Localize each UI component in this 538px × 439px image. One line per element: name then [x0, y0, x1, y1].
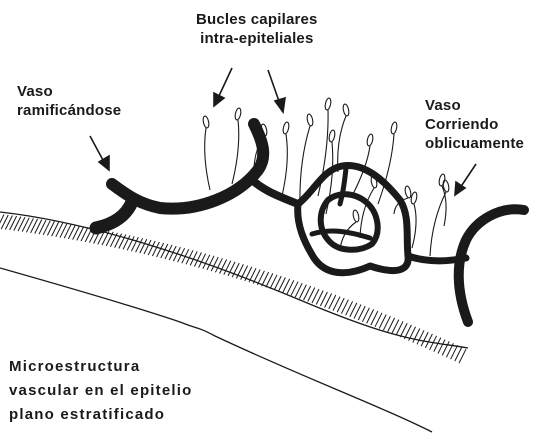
oblique-vessel-label-line3: oblicuamente	[425, 134, 524, 153]
anastomosis-cross-2	[340, 168, 346, 204]
arrow-loops-left	[214, 68, 232, 106]
capillary-loop-tip	[324, 98, 332, 111]
capillary-stem	[412, 204, 416, 248]
caption-line1: Microestructura	[9, 355, 193, 379]
capillary-stem	[282, 134, 287, 196]
branching-vessel-label: Vaso ramificándose	[17, 82, 121, 120]
vessels	[96, 124, 524, 322]
oblique-vessel-label-line1: Vaso	[425, 96, 524, 115]
capillary-stem	[430, 192, 446, 256]
capillary-loop-tip	[306, 114, 314, 127]
arrow-loops-right	[268, 70, 285, 112]
capillary-loops-label: Bucles capilares intra-epiteliales	[196, 10, 318, 48]
capillary-loop-tip	[438, 174, 446, 187]
oblique-vessel-label-line2: Corriendo	[425, 115, 524, 134]
capillary-loop-tip	[342, 104, 350, 117]
branching-vessel-stub	[96, 202, 132, 228]
capillary-loop-tip	[352, 210, 360, 223]
anastomosis-loop-outer	[298, 165, 408, 272]
capillary-loop-tip	[202, 116, 210, 129]
capillary-loops-label-line2: intra-epiteliales	[196, 29, 318, 48]
capillary-loop-tip	[390, 122, 398, 135]
oblique-vessel-label: Vaso Corriendo oblicuamente	[425, 96, 524, 153]
oblique-vessel	[459, 209, 524, 322]
basement-membrane-upper-line	[0, 212, 468, 348]
capillary-loop-tip	[404, 186, 412, 199]
connecting-vessel	[250, 178, 298, 204]
capillary-stem	[232, 120, 239, 184]
capillary-stem	[205, 128, 210, 190]
caption-line2: vascular en el epitelio	[9, 379, 193, 403]
arrow-branching-vessel	[90, 136, 109, 170]
anastomosis-loop-inner	[321, 194, 378, 250]
branching-vessel-label-line1: Vaso	[17, 82, 121, 101]
capillary-loop-tip	[234, 108, 242, 121]
basement-membrane-hatching	[0, 215, 466, 364]
arrow-oblique-vessel	[455, 164, 476, 195]
capillary-loop-tip	[328, 130, 336, 143]
capillary-loop-tip	[282, 122, 290, 135]
capillary-loops-label-line1: Bucles capilares	[196, 10, 318, 29]
caption-line3: plano estratificado	[9, 403, 193, 427]
diagram-caption: Microestructura vascular en el epitelio …	[9, 355, 193, 427]
branching-vessel-label-line2: ramificándose	[17, 101, 121, 120]
branching-vessel	[112, 124, 263, 209]
capillary-loop-tip	[366, 134, 374, 147]
anastomosis-cross	[312, 231, 370, 238]
